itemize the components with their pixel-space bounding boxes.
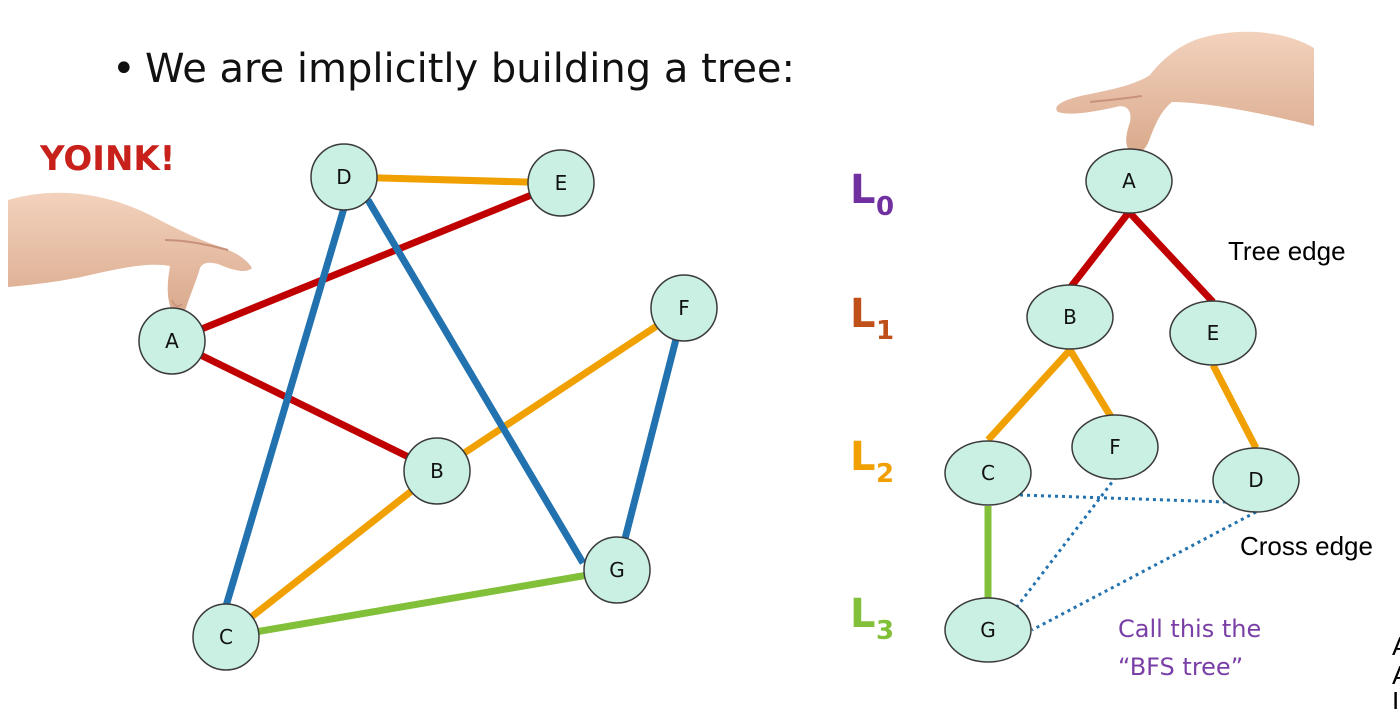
graph-node-c: C: [192, 603, 260, 671]
tree-edge-a-e: [1126, 209, 1216, 305]
graph-node-label: F: [678, 296, 690, 320]
edge-text-2: A: [1392, 660, 1400, 690]
tree-node-f: F: [1071, 414, 1159, 480]
tree-node-b: B: [1026, 284, 1114, 350]
tree-node-e: E: [1169, 300, 1257, 366]
tree-node-label: C: [981, 461, 995, 485]
tree-node-d: D: [1212, 447, 1300, 513]
cross-edge-label: Cross edge: [1240, 531, 1373, 561]
level-subscript: 0: [876, 192, 894, 222]
graph-edges: [170, 173, 688, 641]
right-hand-illustration: [1056, 31, 1314, 155]
graph-node-label: E: [555, 171, 568, 195]
edge-text-3: I: [1392, 686, 1399, 709]
tree-node-label: A: [1122, 169, 1136, 193]
graph-node-circle: [583, 536, 651, 604]
graph-node-circle: [403, 437, 471, 505]
tree-node-ellipse: [944, 597, 1032, 663]
cross-edge-f-g: [1014, 476, 1118, 609]
graph-node-b: B: [403, 437, 471, 505]
tree-node-label: D: [1248, 468, 1263, 492]
graph-node-f: F: [650, 274, 718, 342]
tree-edge-label: Tree edge: [1228, 236, 1346, 266]
graph-edge-b-c: [223, 468, 440, 640]
level-letter: L: [850, 291, 876, 337]
graph-node-label: B: [430, 459, 444, 483]
graph-nodes: A B C D E F G: [138, 143, 718, 671]
graph-node-circle: [192, 603, 260, 671]
graph-node-label: D: [336, 165, 351, 189]
tree-node-label: E: [1207, 321, 1220, 345]
left-hand-illustration: [8, 192, 252, 316]
tree-node-c: C: [944, 440, 1032, 506]
graph-node-e: E: [527, 149, 595, 217]
graph-node-g: G: [583, 536, 651, 604]
graph-node-circle: [310, 143, 378, 211]
graph-edge-d-e: [343, 173, 562, 187]
level-letter: L: [850, 591, 876, 637]
tree-node-ellipse: [1085, 148, 1173, 214]
level-letter: L: [850, 167, 876, 213]
tree-edge-e-d: [1209, 363, 1260, 450]
slide-bullet-text: We are implicitly building a tree:: [145, 46, 795, 92]
graph-edge-a-e: [170, 179, 563, 345]
graph-node-label: A: [165, 329, 179, 353]
tree-node-ellipse: [1071, 414, 1159, 480]
tree-node-label: F: [1109, 435, 1121, 459]
level-letter: L: [850, 434, 876, 480]
level-subscript: 2: [876, 459, 894, 489]
graph-edge-b-f: [435, 305, 686, 474]
graph-node-label: C: [219, 625, 233, 649]
graph-node-circle: [527, 149, 595, 217]
graph-edge-d-g: [364, 198, 587, 565]
tree-node-label: G: [980, 618, 996, 642]
cross-edge-c-d: [1019, 493, 1227, 504]
tree-edge-b-f: [1067, 348, 1116, 422]
edge-text-1: A: [1392, 631, 1400, 661]
tree-edges: [984, 209, 1260, 598]
tree-node-ellipse: [1169, 300, 1257, 366]
graph-edge-f-g: [613, 307, 688, 571]
graph-node-circle: [650, 274, 718, 342]
caption-line-1: Call this the: [1118, 615, 1261, 643]
cross-edges: [1014, 476, 1257, 632]
graph-edge-a-b: [170, 337, 439, 475]
tree-node-ellipse: [1026, 284, 1114, 350]
caption-line-2: “BFS tree”: [1118, 653, 1243, 681]
tree-nodes: A B E C F D G: [944, 148, 1300, 663]
tree-edge-b-c: [985, 347, 1073, 443]
level-subscript: 3: [876, 616, 894, 646]
cross-edge-d-g: [1031, 510, 1257, 632]
tree-node-ellipse: [1212, 447, 1300, 513]
tree-edge-a-b: [1067, 209, 1132, 291]
yoink-label: YOINK!: [39, 139, 175, 179]
graph-edge-c-g: [225, 566, 618, 641]
graph-node-circle: [138, 307, 206, 375]
tree-node-ellipse: [944, 440, 1032, 506]
graph-node-d: D: [310, 143, 378, 211]
tree-node-g: G: [944, 597, 1032, 663]
graph-edge-d-c: [222, 207, 348, 607]
tree-node-label: B: [1063, 305, 1077, 329]
graph-node-label: G: [609, 558, 625, 582]
bullet-dot: •: [112, 46, 136, 92]
graph-node-a: A: [138, 307, 206, 375]
tree-node-a: A: [1085, 148, 1173, 214]
level-subscript: 1: [876, 316, 894, 346]
